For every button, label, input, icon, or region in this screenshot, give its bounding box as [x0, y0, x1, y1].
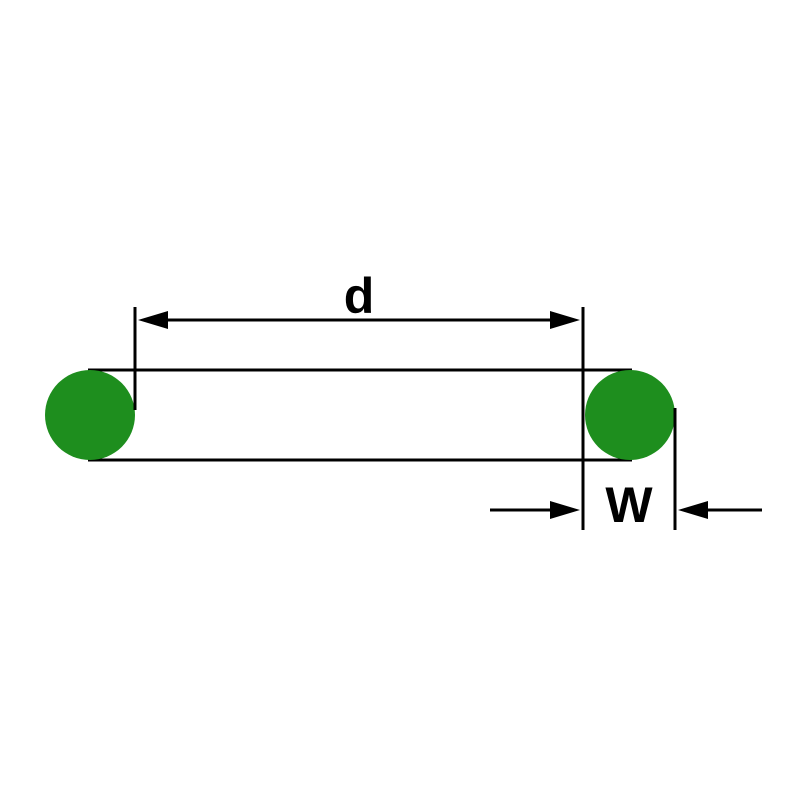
ring-cross-section-right: [585, 370, 675, 460]
arrowhead-d-right: [550, 311, 580, 329]
label-cross-section-width: W: [605, 477, 653, 533]
label-inner-diameter: d: [344, 268, 375, 324]
ring-cross-section-left: [45, 370, 135, 460]
arrowhead-w-right: [678, 501, 708, 519]
arrowhead-d-left: [138, 311, 168, 329]
arrowhead-w-left: [550, 501, 580, 519]
